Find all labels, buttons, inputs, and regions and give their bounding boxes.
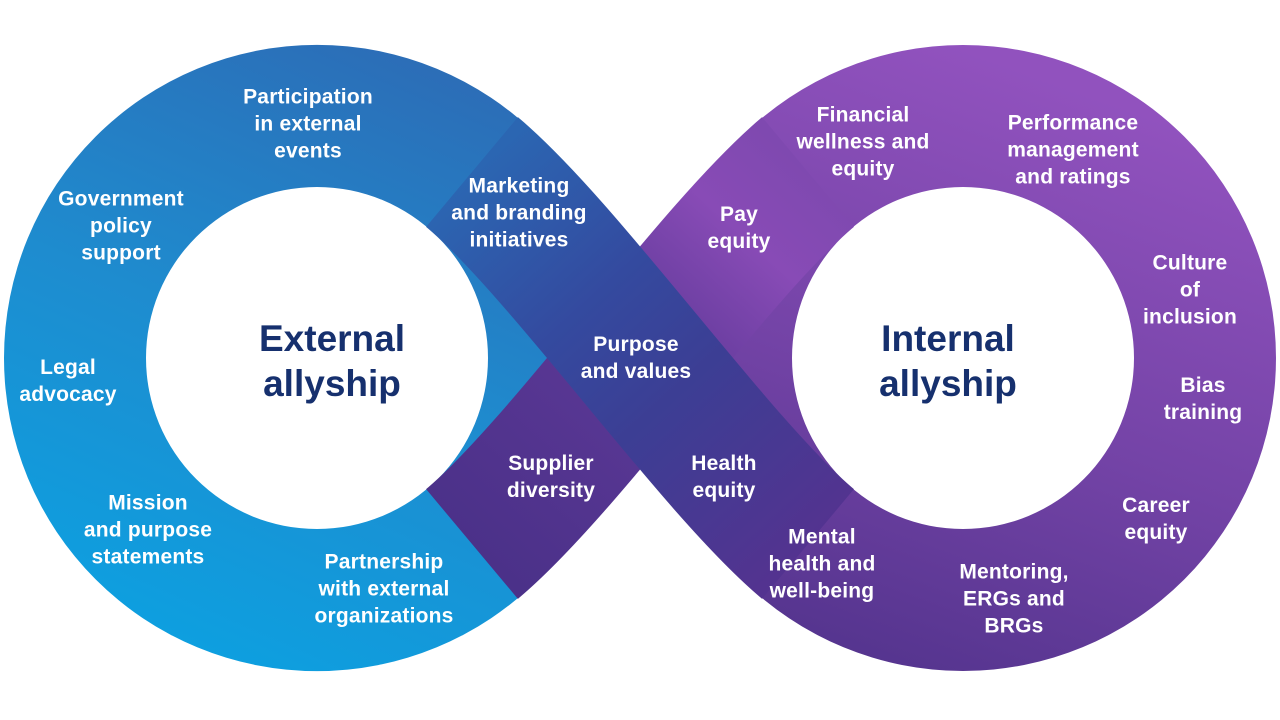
label-mission-purpose: Mission and purpose statements [83,491,213,569]
label-mentoring-ergs-brgs: Mentoring, ERGs and BRGs [959,560,1069,638]
label-bias-training: Bias training [1163,374,1243,424]
label-performance-management: Performance management and ratings [1007,111,1139,189]
title-internal-allyship: Internal allyship [879,318,1017,404]
label-pay-equity: Pay equity [707,203,771,253]
label-supplier-diversity: Supplier diversity [506,452,596,502]
label-government-policy: Government policy support [58,187,184,265]
label-partnership-external: Partnership with external organizations [314,550,454,628]
label-legal-advocacy: Legal advocacy [19,356,117,406]
label-mental-health: Mental health and well-being [768,525,876,603]
cross-band-navy [425,117,855,599]
title-external-allyship: External allyship [258,318,406,404]
label-health-equity: Health equity [691,452,757,502]
label-participation-events: Participation in external events [243,85,373,163]
label-marketing-branding: Marketing and branding initiatives [451,174,587,252]
label-purpose-values: Purpose and values [580,333,692,383]
label-financial-wellness: Financial wellness and equity [796,103,930,181]
label-culture-inclusion: Culture of inclusion [1143,251,1237,329]
label-career-equity: Career equity [1122,494,1190,544]
